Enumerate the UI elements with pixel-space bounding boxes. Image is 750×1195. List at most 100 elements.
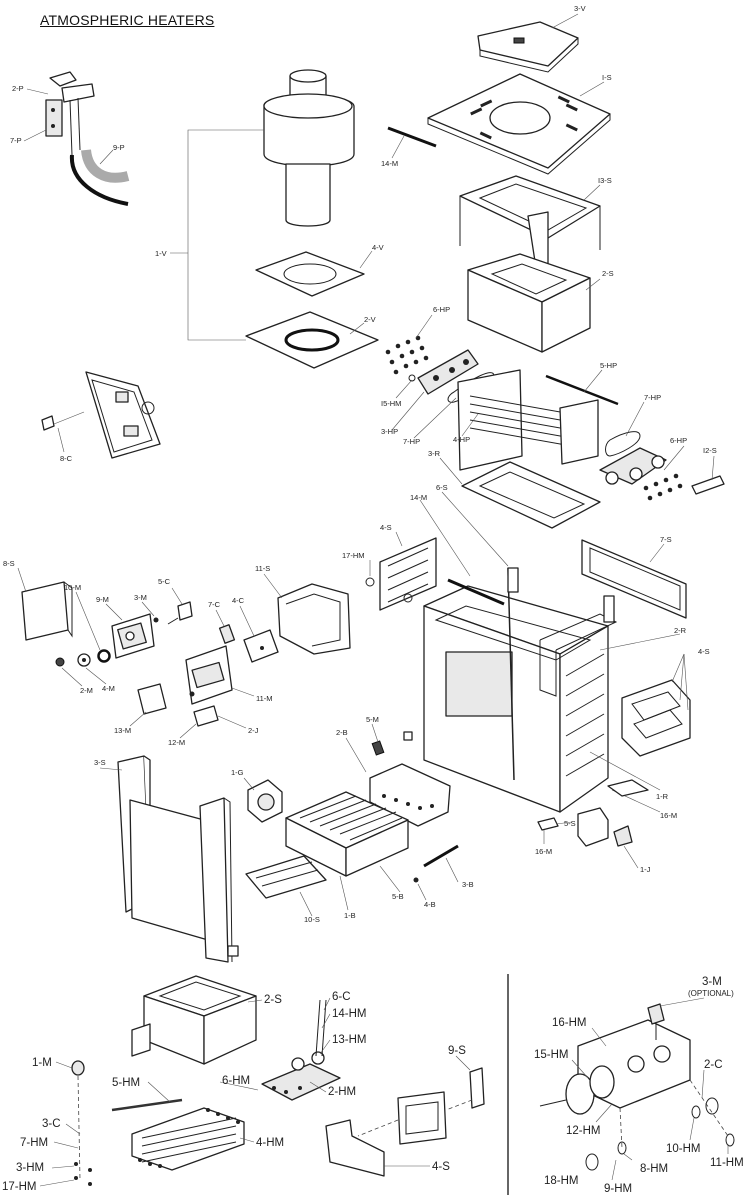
jacket-top-1s [427, 73, 611, 175]
label-b-7hm: 7-HM [20, 1137, 48, 1149]
label-2r: 2-R [674, 626, 687, 635]
rod-14m-top [387, 126, 437, 148]
label-4s-a: 4-S [380, 523, 392, 532]
label-b-3m: 3-M [702, 976, 722, 988]
label-2v: 2-V [364, 315, 376, 324]
bottom-left-detail [71, 975, 341, 1186]
label-9p: 9-P [113, 143, 125, 152]
label-10m: 10-M [64, 583, 81, 592]
label-2m: 2-M [80, 686, 93, 695]
label-8s: 8-S [3, 559, 15, 568]
label-4v: 4-V [372, 243, 384, 252]
pilot-assembly [45, 71, 130, 206]
bottom-right-leaders [571, 997, 729, 1181]
label-12s: I2-S [703, 446, 717, 455]
label-7hp-a: 7-HP [403, 437, 420, 446]
label-7hp-b: 7-HP [644, 393, 661, 402]
label-16m-b: 16-M [535, 847, 552, 856]
label-b-3c: 3-C [42, 1118, 61, 1130]
control-board-assembly [41, 371, 161, 459]
panel-9s-4s [325, 1055, 485, 1177]
label-3r: 3-R [428, 449, 441, 458]
adapter-4v [255, 251, 365, 297]
label-1v: 1-V [155, 249, 167, 258]
label-7p: 7-P [10, 136, 22, 145]
lower-leaders [99, 723, 639, 917]
label-b-12hm: 12-HM [566, 1125, 601, 1137]
label-8c: 8-C [60, 454, 73, 463]
label-11m: 11-M [256, 694, 273, 703]
label-1b: 1-B [344, 911, 356, 920]
label-b-5hm: 5-HM [112, 1077, 140, 1089]
controls-group [21, 581, 351, 727]
label-2p: 2-P [12, 84, 24, 93]
label-4hp: 4-HP [453, 435, 470, 444]
part-labels: 3-V I-S 14-M I3-S 2-S 1-V 4-V 2-V 2-P 7-… [2, 4, 744, 1195]
label-b-8hm: 8-HM [640, 1163, 668, 1175]
label-b-16hm: 16-HM [552, 1017, 587, 1029]
adapter-2v [245, 311, 379, 369]
diagram-title: ATMOSPHERIC HEATERS [40, 12, 215, 28]
cabinet-leaders [369, 491, 689, 813]
label-5hp: 5-HP [600, 361, 617, 370]
label-4s-b: 4-S [698, 647, 710, 656]
label-7s: 7-S [660, 535, 672, 544]
label-17hm-a: 17-HM [342, 551, 365, 560]
label-b-2hm: 2-HM [328, 1086, 356, 1098]
heat-exchanger-group [385, 335, 725, 529]
label-1r: 1-R [656, 792, 669, 801]
label-14m-top: 14-M [381, 159, 398, 168]
controls-leaders [17, 567, 283, 739]
label-13m: 13-M [114, 726, 131, 735]
label-6s: 6-S [436, 483, 448, 492]
bracket-13s [459, 175, 601, 269]
top-cover-3v [477, 21, 579, 73]
label-3v: 3-V [574, 4, 586, 13]
label-b-18hm: 18-HM [544, 1175, 579, 1187]
label-b-13hm: 13-HM [332, 1034, 367, 1046]
label-5b: 5-B [392, 892, 404, 901]
label-b-3hm: 3-HM [16, 1162, 44, 1174]
label-1j: 1-J [640, 865, 651, 874]
label-2b: 2-B [336, 728, 348, 737]
label-6hp-b: 6-HP [670, 436, 687, 445]
label-3s: 3-S [94, 758, 106, 767]
label-3hp: 3-HP [381, 427, 398, 436]
label-b-15hm: 15-HM [534, 1049, 569, 1061]
side-panels [365, 537, 691, 757]
label-b-9s: 9-S [448, 1045, 466, 1057]
label-b-2c: 2-C [704, 1059, 723, 1071]
lower-assembly [117, 731, 633, 963]
cabinet-main [423, 567, 618, 813]
label-10s: 10-S [304, 915, 320, 924]
label-13s: I3-S [598, 176, 612, 185]
label-b-14hm: 14-HM [332, 1008, 367, 1020]
label-11s: 11-S [255, 564, 270, 573]
label-7c: 7-C [208, 600, 221, 609]
label-1s: I-S [602, 73, 612, 82]
flue-bracket-line [170, 129, 264, 341]
label-b-4s: 4-S [432, 1161, 450, 1173]
flue-hood-1v [263, 69, 355, 227]
label-1g: 1-G [231, 768, 244, 777]
label-b-9hm: 9-HM [604, 1183, 632, 1195]
label-5c: 5-C [158, 577, 171, 586]
label-b-11hm: 11-HM [710, 1157, 744, 1169]
collector-2s [467, 253, 591, 353]
label-b-2s: 2-S [264, 994, 282, 1006]
label-9m: 9-M [96, 595, 109, 604]
label-15hm: I5-HM [381, 399, 401, 408]
label-5m: 5-M [366, 715, 379, 724]
top-leaders [349, 13, 605, 335]
label-3b: 3-B [462, 880, 474, 889]
label-b-6c: 6-C [332, 991, 351, 1003]
label-4b: 4-B [424, 900, 436, 909]
exchanger-leaders [391, 314, 715, 485]
label-4m: 4-M [102, 684, 115, 693]
label-b-6hm: 6-HM [222, 1075, 250, 1087]
label-b-4hm: 4-HM [256, 1137, 284, 1149]
label-5s: 5-S [564, 819, 576, 828]
bottom-left-leaders [39, 997, 331, 1187]
label-4c: 4-C [232, 596, 245, 605]
